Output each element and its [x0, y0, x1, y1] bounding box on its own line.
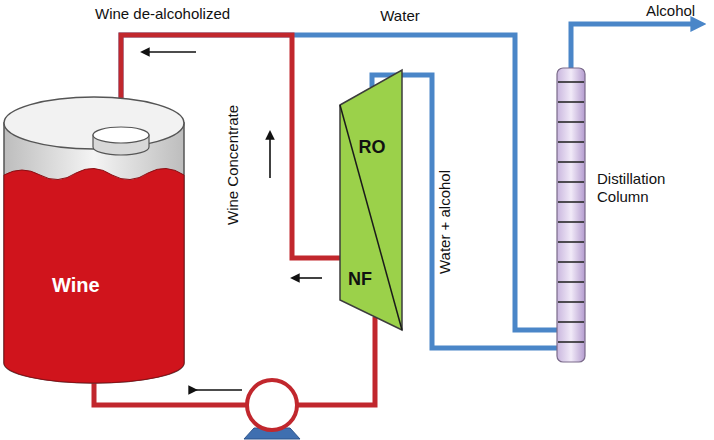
membrane-shape [340, 70, 402, 330]
membrane-label: NF [348, 269, 372, 291]
distillation-column-outline [555, 66, 675, 364]
stream-label: Water + alcohol [436, 170, 454, 274]
membrane-module: RO NF [338, 66, 404, 334]
column-tray [558, 161, 584, 163]
flow-arrow [269, 132, 271, 178]
column-tray [558, 81, 584, 83]
column-label: Distillation Column [597, 170, 679, 206]
membrane-module-outline [338, 66, 404, 334]
membrane-label: RO [359, 137, 386, 159]
tank-body [4, 123, 184, 383]
column-tray [558, 181, 584, 183]
tank-inlet-top [93, 127, 149, 143]
flow-arrow [142, 51, 196, 53]
distillation-column: Distillation Column [555, 66, 681, 364]
column-tray [558, 101, 584, 103]
water-return-pipe [121, 35, 557, 330]
pump-symbol [247, 380, 297, 430]
column-tray [558, 261, 584, 263]
column-tray [558, 141, 584, 143]
stream-label: Wine de-alcoholized [95, 5, 230, 23]
alcohol-outlet-pipe [571, 24, 700, 70]
column-tray [558, 321, 584, 323]
column-tray [558, 121, 584, 123]
column-tray [558, 241, 584, 243]
wine-tank-outline [2, 95, 186, 385]
flow-arrow [196, 389, 242, 391]
wine-fill [4, 168, 184, 383]
column-tray [558, 301, 584, 303]
column-body [557, 68, 585, 362]
flow-arrow [292, 277, 322, 279]
stream-label: Alcohol [646, 2, 695, 20]
column-tray [558, 281, 584, 283]
stream-label: Water [380, 7, 419, 25]
column-tray [558, 341, 584, 343]
wine-tank: Wine [2, 95, 186, 385]
tank-label: Wine [52, 273, 100, 297]
stream-label: Wine Concentrate [224, 105, 242, 225]
column-tray [558, 221, 584, 223]
column-tray [558, 201, 584, 203]
membrane-divider [340, 105, 402, 330]
